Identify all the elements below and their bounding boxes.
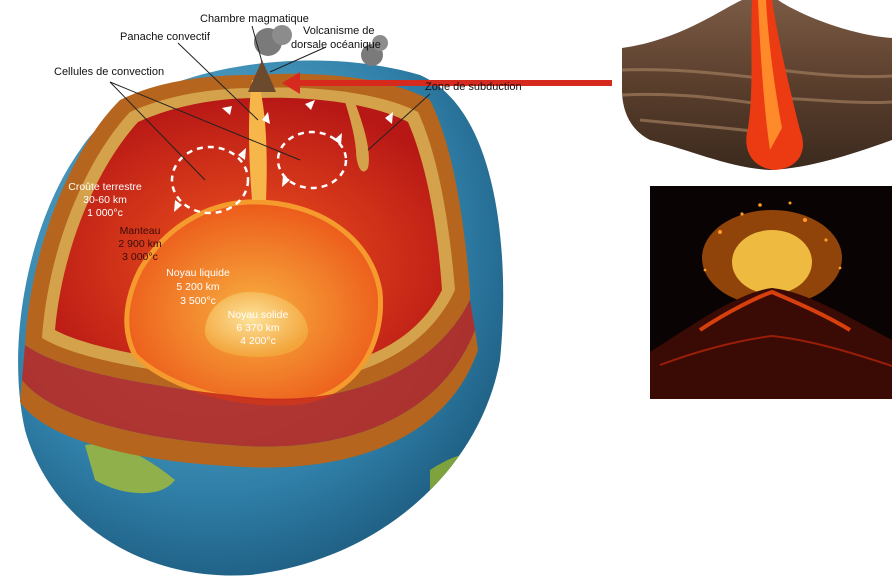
earth-cutaway: [20, 74, 478, 468]
mantle-depth: 2 900 km: [118, 238, 161, 250]
inner-core-name: Noyau solide: [228, 309, 289, 321]
label-convection-cells: Cellules de convection: [54, 66, 164, 78]
crust-name: Croûte terrestre: [68, 181, 142, 193]
mantle-temp: 3 000°c: [122, 251, 158, 263]
volcano-cross-section-image: [622, 0, 892, 170]
eruption-photo: [650, 186, 892, 399]
mantle-name: Manteau: [120, 225, 161, 237]
label-magma-chamber: Chambre magmatique: [200, 13, 309, 25]
outer-core-temp: 3 500°c: [180, 295, 216, 307]
inner-core-temp: 4 200°c: [240, 335, 276, 347]
label-ridge-volcanism-2: dorsale océanique: [291, 39, 381, 51]
label-subduction-zone: Zone de subduction: [425, 81, 522, 93]
outer-core-name: Noyau liquide: [166, 267, 230, 279]
outer-core-depth: 5 200 km: [176, 281, 219, 293]
label-ridge-volcanism-1: Volcanisme de: [303, 25, 375, 37]
smoke-cloud: [272, 25, 292, 45]
inner-core-depth: 6 370 km: [236, 322, 279, 334]
crust-temp: 1 000°c: [87, 207, 123, 219]
label-convective-plume: Panache convectif: [120, 31, 211, 43]
crust-depth: 30-60 km: [83, 194, 127, 206]
